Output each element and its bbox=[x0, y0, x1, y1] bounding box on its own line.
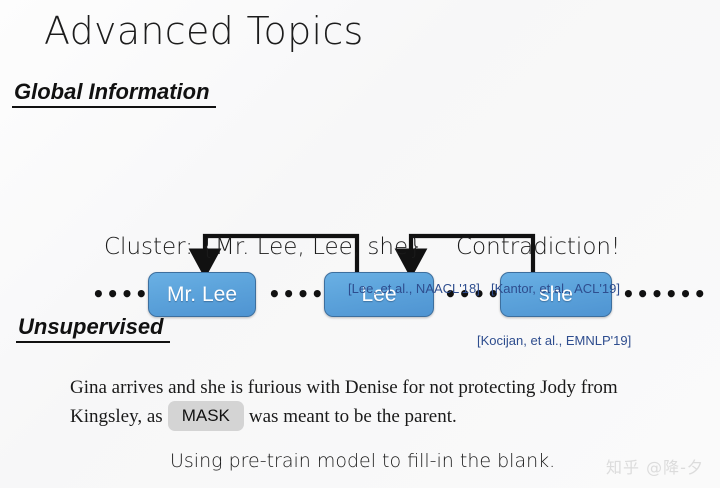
token-box-lee[interactable]: Lee bbox=[324, 272, 434, 317]
contradiction-caption: Contradiction! bbox=[456, 234, 621, 260]
token-box-mr-lee[interactable]: Mr. Lee bbox=[148, 272, 256, 317]
cluster-caption: Cluster: {Mr. Lee, Lee, she} bbox=[104, 234, 423, 260]
token-box-lee-label: Lee bbox=[361, 282, 397, 306]
token-diagram: •••••• Mr. Lee •••••• Lee •••••• she •••… bbox=[0, 112, 720, 317]
example-text-after-mask: was meant to be the parent. bbox=[248, 406, 457, 427]
citation-kocijan-emnlp19: [Kocijan, et al., EMNLP'19] bbox=[477, 333, 632, 348]
bottom-note: Using pre-train model to fill-in the bla… bbox=[170, 450, 556, 472]
section-heading-underline bbox=[12, 106, 216, 108]
section-heading-underline bbox=[16, 341, 170, 343]
token-box-she[interactable]: she bbox=[500, 272, 612, 317]
section-heading-unsupervised-label: Unsupervised bbox=[18, 314, 164, 339]
section-heading-global-information: Global Information bbox=[12, 79, 216, 108]
section-heading-global-label: Global Information bbox=[14, 79, 210, 104]
example-text-before-mask: Gina arrives and she is furious with Den… bbox=[70, 377, 618, 427]
token-box-she-label: she bbox=[539, 282, 573, 306]
citation-kantor-acl19: [Kantor, et al., ACL'19] bbox=[491, 281, 620, 296]
page-title: Advanced Topics bbox=[44, 9, 364, 53]
section-heading-unsupervised: Unsupervised bbox=[16, 314, 170, 343]
citation-lee-naacl18: [Lee, et al., NAACL'18] bbox=[348, 281, 480, 296]
zhihu-watermark: 知乎 @降-夕 bbox=[606, 458, 704, 477]
token-box-mr-lee-label: Mr. Lee bbox=[166, 282, 238, 306]
mask-token: MASK bbox=[167, 401, 244, 431]
example-sentence: Gina arrives and she is furious with Den… bbox=[70, 374, 670, 431]
ellipsis-dots-right: •••••• bbox=[622, 282, 708, 306]
